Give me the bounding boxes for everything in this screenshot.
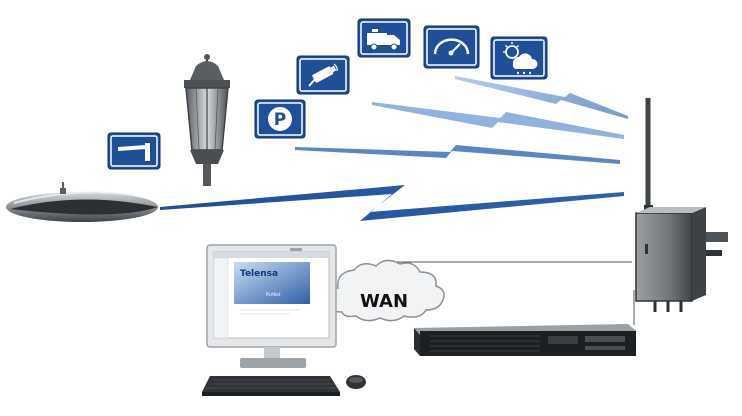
vehicle-sign-icon (357, 18, 411, 58)
meter-gauge-sign-icon (423, 25, 480, 69)
barrier-gate-sign-icon (107, 132, 161, 170)
radio-link-street-lamp (160, 185, 624, 221)
radio-link-parking (295, 145, 620, 164)
lantern-lamp-icon (184, 54, 230, 186)
cctv-camera-sign-icon (296, 55, 350, 95)
screen-product-text: PLANet (266, 292, 281, 297)
rack-server-icon (414, 324, 636, 356)
base-station-cabinet-icon (635, 98, 728, 312)
radio-link-vehicle (372, 102, 624, 139)
screen-brand-text: Telensa (240, 269, 278, 279)
radio-link-weather (455, 76, 628, 119)
workstation-monitor-icon: Telensa PLANet (206, 244, 337, 368)
wan-cloud-icon: WAN (323, 259, 445, 322)
mouse-icon (346, 375, 366, 389)
parking-sign-letter: P (274, 110, 286, 130)
keyboard-icon (202, 376, 340, 396)
street-lamp-icon (6, 182, 158, 222)
weather-sign-icon (490, 36, 548, 80)
radio-link-bolts (160, 76, 628, 221)
parking-sign-icon: P (254, 99, 306, 139)
wan-label: WAN (360, 291, 408, 312)
